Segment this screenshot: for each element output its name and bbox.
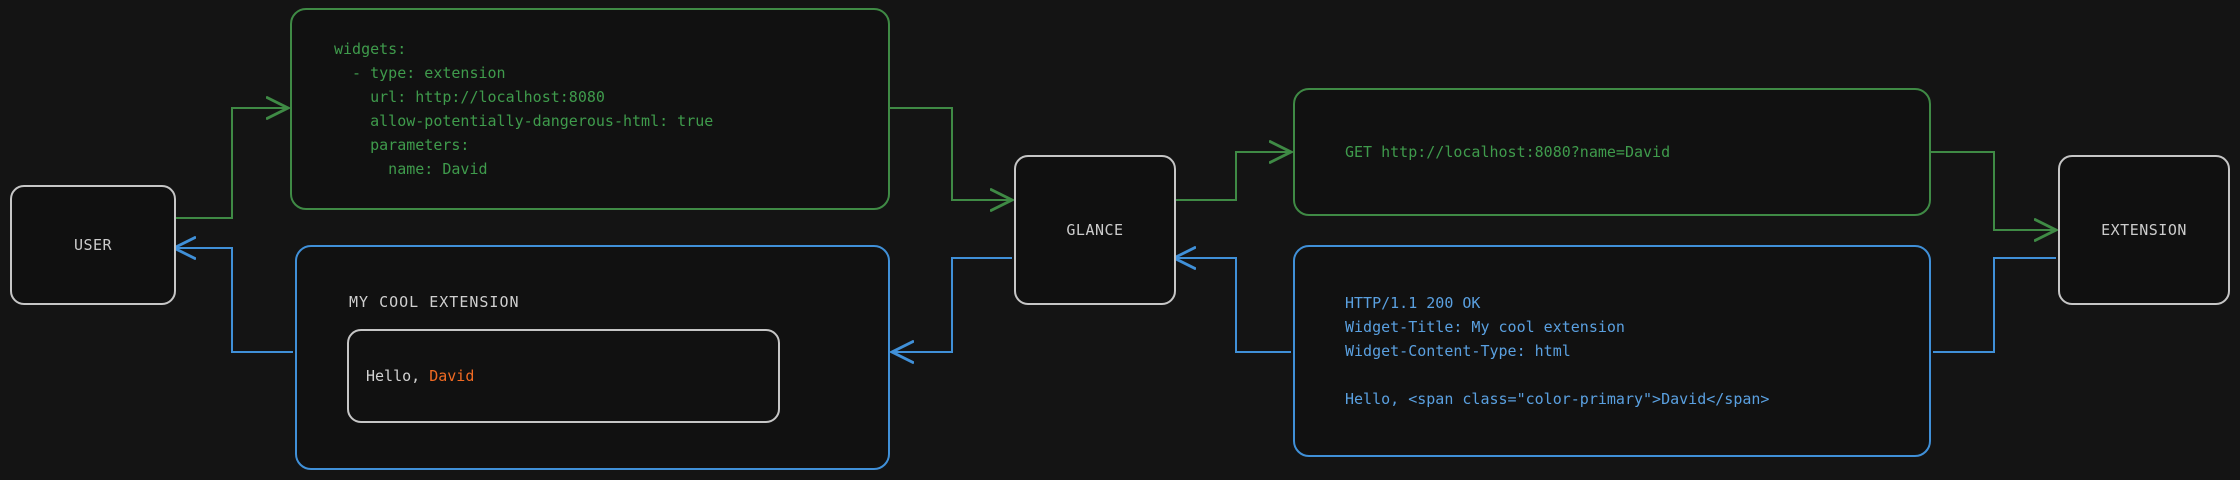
panel-rendered-widget: MY COOL EXTENSION Hello, David — [295, 245, 890, 470]
panel-config-yaml: widgets: - type: extension url: http://l… — [290, 8, 890, 210]
wire-extension-to-response — [1933, 257, 2056, 353]
config-yaml-code: widgets: - type: extension url: http://l… — [334, 40, 714, 178]
wire-request-to-extension — [1931, 151, 2056, 230]
node-user[interactable]: USER — [10, 185, 176, 305]
rendered-widget-name: David — [429, 367, 475, 385]
node-user-label: USER — [73, 236, 113, 254]
panel-http-request: GET http://localhost:8080?name=David — [1293, 88, 1931, 216]
wire-response-to-glance — [1174, 258, 1291, 353]
wire-user-to-config — [176, 108, 288, 219]
node-extension[interactable]: EXTENSION — [2058, 155, 2230, 305]
node-glance-label: GLANCE — [1066, 221, 1124, 239]
rendered-widget-text: Hello, David — [366, 367, 474, 385]
wire-widget-to-user — [174, 248, 293, 353]
wire-glance-to-request — [1176, 152, 1291, 201]
http-request-code: GET http://localhost:8080?name=David — [1345, 143, 1671, 161]
node-glance[interactable]: GLANCE — [1014, 155, 1176, 305]
rendered-widget-title: MY COOL EXTENSION — [349, 293, 520, 311]
wire-glance-to-widget — [892, 257, 1012, 352]
rendered-widget-greeting: Hello, — [366, 367, 430, 385]
rendered-widget-body: Hello, David — [347, 329, 780, 423]
panel-http-response: HTTP/1.1 200 OK Widget-Title: My cool ex… — [1293, 245, 1931, 457]
node-extension-label: EXTENSION — [2101, 221, 2187, 239]
wire-config-to-glance — [890, 107, 1012, 200]
http-response-code: HTTP/1.1 200 OK Widget-Title: My cool ex… — [1345, 294, 1770, 408]
